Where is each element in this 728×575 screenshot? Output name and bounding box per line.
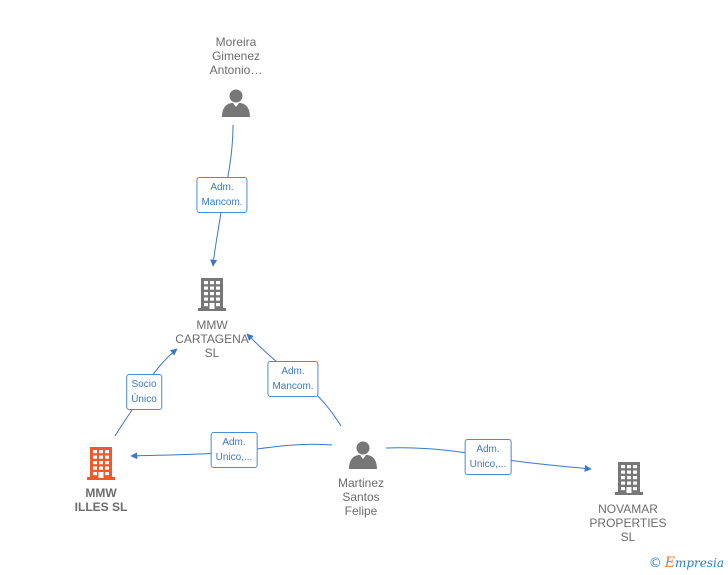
edge-label-martinez-illes[interactable]: Adm. Unico,...: [210, 432, 258, 468]
copyright-icon: ©: [648, 556, 662, 571]
edge-label-martinez-cartagena[interactable]: Adm. Mancom.: [267, 361, 319, 397]
building-icon-mmw_illes[interactable]: [87, 447, 115, 480]
building-icon-novamar[interactable]: [615, 462, 643, 495]
node-label-novamar[interactable]: NOVAMAR PROPERTIES SL: [589, 502, 667, 544]
person-icon-martinez[interactable]: [349, 441, 377, 470]
brand-name: mpresia: [674, 556, 724, 570]
edge-label-illes-cartagena[interactable]: Socio Único: [126, 374, 162, 410]
node-label-mmw-illes[interactable]: MMW ILLES SL: [74, 486, 128, 514]
empresia-logo: ©Empresia: [649, 555, 724, 571]
edge-label-moreira-cartagena[interactable]: Adm. Mancom.: [196, 177, 248, 213]
edge-label-martinez-novamar[interactable]: Adm. Unico,...: [464, 439, 512, 475]
node-label-moreira[interactable]: Moreira Gimenez Antonio…: [209, 35, 263, 77]
person-icon-moreira[interactable]: [222, 89, 250, 118]
node-label-mmw-cartagena[interactable]: MMW CARTAGENA SL: [175, 318, 249, 360]
building-icon-mmw_cartagena[interactable]: [198, 278, 226, 311]
node-label-martinez[interactable]: Martinez Santos Felipe: [337, 476, 385, 518]
brand-e: E: [664, 555, 675, 571]
